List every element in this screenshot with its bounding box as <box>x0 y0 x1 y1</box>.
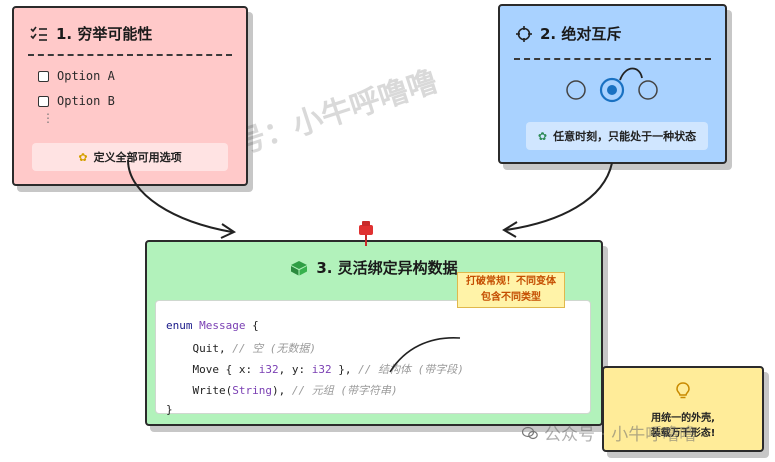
option-b-label: Option B <box>57 94 115 108</box>
card3-title-row: 3. 灵活绑定异构数据 <box>147 257 601 278</box>
card1-title: 1. 穷举可能性 <box>56 25 153 43</box>
sparkle-icon: ✿ <box>537 129 548 143</box>
card1-footer: ✿ 定义全部可用选项 <box>32 143 228 171</box>
code-line-1: enum Message { <box>166 319 259 332</box>
card3-title: 3. 灵活绑定异构数据 <box>316 259 458 277</box>
code-block: enum Message { Quit, // 空 (无数据) Move { x… <box>155 300 591 416</box>
option-a-label: Option A <box>57 69 115 83</box>
callout-line-1: 打破常规！不同变体 <box>466 276 556 287</box>
card-mutually-exclusive: 2. 绝对互斥 ✿ 任意时刻，只能处于一种状态 <box>498 4 727 164</box>
option-b: Option B <box>38 94 115 108</box>
card-exhaustive-options: 1. 穷举可能性 Option A Option B ⋮ ✿ 定义全部可用选项 <box>12 6 248 186</box>
code-line-3: Move { x: i32, y: i32 }, // 结构体 (带字段) <box>166 363 464 376</box>
option-a: Option A <box>38 69 115 83</box>
card-summary: 用统一的外壳, 装载万千形态! <box>602 366 764 452</box>
radio-states-diagram <box>566 67 658 103</box>
arrowhead-right <box>502 221 518 238</box>
watermark-bottom: 公众号 · 小牛呼噜噜 <box>522 420 696 445</box>
arrowhead-left <box>220 223 237 239</box>
divider <box>28 54 232 56</box>
card2-title-row: 2. 绝对互斥 <box>516 23 621 44</box>
summary-line-1: 用统一的外壳, <box>651 413 715 424</box>
radio-selected-dot <box>607 85 617 95</box>
radio-selected <box>599 77 625 103</box>
callout-line-2: 包含不同类型 <box>481 292 541 303</box>
code-line-2: Quit, // 空 (无数据) <box>166 342 316 355</box>
card2-footer: ✿ 任意时刻，只能处于一种状态 <box>526 122 708 150</box>
code-line-4: Write(String), // 元组 (带字符串) <box>166 384 398 397</box>
card2-footer-text: 任意时刻，只能处于一种状态 <box>553 130 697 143</box>
bulb-icon <box>604 382 762 404</box>
callout-note: 打破常规！不同变体 包含不同类型 <box>457 272 565 308</box>
watermark-bottom-text: 公众号 · 小牛呼噜噜 <box>544 425 697 445</box>
summary-line-2: 装载万千形态! <box>650 428 716 439</box>
radio-off-left <box>566 80 586 100</box>
sparkle-icon: ✿ <box>78 150 88 164</box>
code-line-5: } <box>166 403 173 416</box>
divider <box>514 58 711 60</box>
arrow-card2-to-card3 <box>505 162 613 231</box>
radio-off-right <box>638 80 658 100</box>
ellipsis: ⋮ <box>42 111 54 125</box>
cube-icon <box>291 260 308 275</box>
target-icon <box>516 25 532 42</box>
checkbox-icon <box>38 95 49 107</box>
checklist-icon <box>30 26 47 41</box>
card1-title-row: 1. 穷举可能性 <box>30 23 152 44</box>
wechat-icon <box>522 426 538 439</box>
checkbox-icon <box>38 70 49 82</box>
summary-text: 用统一的外壳, 装载万千形态! <box>604 411 762 441</box>
card-heterogeneous-data: 3. 灵活绑定异构数据 enum Message { Quit, // 空 (无… <box>145 240 603 426</box>
selection-arc <box>619 67 643 81</box>
card2-title: 2. 绝对互斥 <box>540 25 622 43</box>
card1-footer-text: 定义全部可用选项 <box>93 151 182 164</box>
